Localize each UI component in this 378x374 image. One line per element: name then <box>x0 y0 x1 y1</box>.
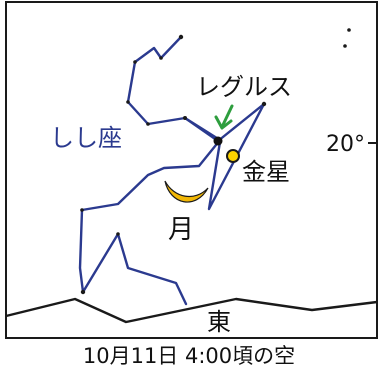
star <box>146 122 150 126</box>
constellation-label: しし座 <box>50 124 122 152</box>
star <box>80 289 86 295</box>
horizon-line <box>5 297 378 324</box>
star <box>133 60 137 64</box>
direction-label: 東 <box>207 308 231 336</box>
leo-sickle-line <box>126 35 220 143</box>
star-field <box>80 28 351 295</box>
star <box>178 34 184 40</box>
star <box>261 101 267 107</box>
crescent-moon-icon <box>164 180 209 203</box>
venus-planet-icon <box>226 149 240 163</box>
caption: 10月11日 4:00頃の空 <box>83 344 295 368</box>
star <box>343 44 347 48</box>
chart-frame <box>5 1 378 339</box>
star <box>80 208 84 212</box>
arrow-down-icon <box>214 104 234 130</box>
regulus-label: レグルス <box>196 73 292 101</box>
star <box>126 100 130 104</box>
star <box>183 116 187 120</box>
altitude-label: 20° <box>326 132 365 157</box>
star <box>116 232 120 236</box>
star <box>159 56 163 60</box>
regulus-star-icon <box>213 136 223 146</box>
moon-label: 月 <box>168 215 194 245</box>
venus-label: 金星 <box>242 158 290 186</box>
star <box>347 28 351 32</box>
